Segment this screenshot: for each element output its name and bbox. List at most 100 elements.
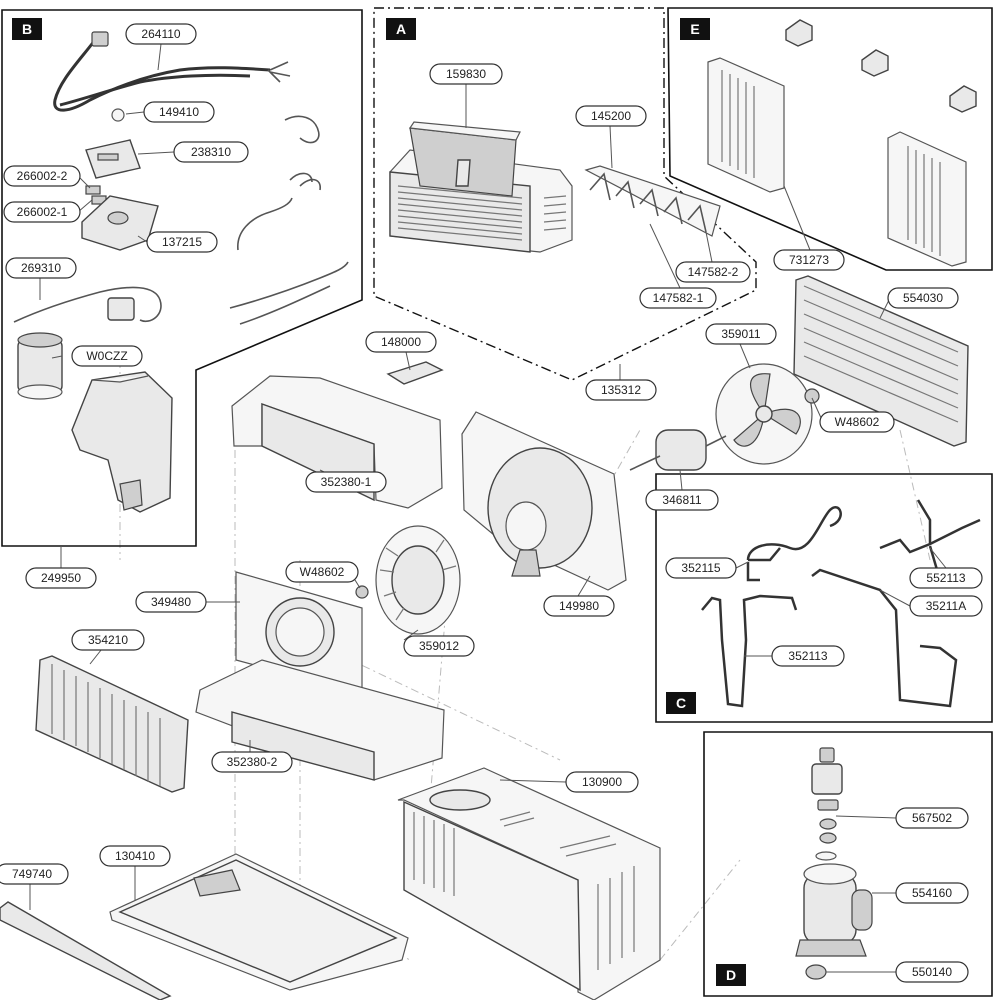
svg-text:266002-1: 266002-1 xyxy=(17,205,68,219)
control-box-housing-part[interactable] xyxy=(71,371,173,513)
svg-text:W48602: W48602 xyxy=(300,565,345,579)
part-label[interactable]: 352115 xyxy=(665,557,737,579)
refrigerant-tube-4[interactable] xyxy=(811,568,958,708)
part-label[interactable]: 238310 xyxy=(173,141,249,163)
part-label[interactable]: 550140 xyxy=(895,961,969,983)
svg-text:266002-2: 266002-2 xyxy=(17,169,68,183)
air-guide-lower-part[interactable] xyxy=(195,659,445,781)
part-label[interactable]: 266002-1 xyxy=(3,201,81,223)
mounting-rail-part[interactable] xyxy=(0,901,172,1000)
svg-text:135312: 135312 xyxy=(601,383,641,397)
bracket-clip-part[interactable] xyxy=(386,361,444,385)
part-label[interactable]: 35211A xyxy=(909,595,983,617)
part-label[interactable]: 149410 xyxy=(143,101,215,123)
air-filter-part[interactable] xyxy=(408,121,521,197)
section-a-letter: A xyxy=(396,21,406,37)
blower-wheel-part[interactable] xyxy=(375,525,461,635)
part-label[interactable]: 264110 xyxy=(125,23,197,45)
svg-text:130900: 130900 xyxy=(582,775,622,789)
part-label[interactable]: 135312 xyxy=(585,379,657,401)
thermistor-part[interactable] xyxy=(13,286,162,323)
section-e-badge xyxy=(680,18,710,40)
bracket-part-2[interactable] xyxy=(861,49,889,77)
refrigerant-tube-1[interactable] xyxy=(746,506,842,582)
part-label[interactable]: 554030 xyxy=(887,287,959,309)
part-label[interactable]: 352380-2 xyxy=(211,751,293,773)
evaporator-coil-part[interactable] xyxy=(35,655,189,793)
base-pan-part[interactable] xyxy=(109,853,409,991)
side-curtain-left-part[interactable] xyxy=(707,57,785,193)
part-label[interactable]: 749740 xyxy=(0,863,69,885)
section-b-badge xyxy=(12,18,42,40)
panel-a: A xyxy=(373,7,757,381)
part-label[interactable]: 354210 xyxy=(71,629,145,651)
condenser-coil-part[interactable] xyxy=(793,275,969,447)
svg-text:35211A: 35211A xyxy=(926,599,966,613)
panel-b: B xyxy=(1,9,363,547)
part-label[interactable]: 731273 xyxy=(773,249,845,271)
wire-harness-3[interactable] xyxy=(237,197,293,251)
part-label[interactable]: 349480 xyxy=(135,591,207,613)
fan-shroud-part[interactable] xyxy=(461,411,627,591)
refrigerant-tube-3[interactable] xyxy=(701,594,798,708)
compressor-mount-part[interactable] xyxy=(805,964,827,980)
svg-text:352113: 352113 xyxy=(788,649,827,663)
wire-harness-4[interactable] xyxy=(229,261,349,325)
part-label[interactable]: W48602 xyxy=(819,411,895,433)
part-label[interactable]: 148000 xyxy=(365,331,437,353)
part-label[interactable]: 130900 xyxy=(565,771,639,793)
svg-text:148000: 148000 xyxy=(381,335,421,349)
part-label[interactable]: 130410 xyxy=(99,845,171,867)
part-label[interactable]: 352380-1 xyxy=(305,471,387,493)
part-label[interactable]: 159830 xyxy=(429,63,503,85)
compressor-part[interactable] xyxy=(795,863,873,957)
part-label[interactable]: 567502 xyxy=(895,807,969,829)
bracket-part-1[interactable] xyxy=(785,19,813,47)
orifice-plate-part[interactable] xyxy=(235,571,363,695)
part-label[interactable]: 352113 xyxy=(771,645,845,667)
outer-case-part[interactable] xyxy=(397,767,661,1000)
panel-c: C xyxy=(655,473,993,723)
section-e-letter: E xyxy=(690,21,699,37)
condenser-fan-part[interactable] xyxy=(715,363,813,465)
power-cord-part[interactable] xyxy=(53,31,291,112)
svg-text:349480: 349480 xyxy=(151,595,191,609)
side-curtain-right-part[interactable] xyxy=(887,131,967,267)
wire-harness-2[interactable] xyxy=(289,172,321,191)
part-label[interactable]: W48602 xyxy=(285,561,359,583)
part-label[interactable]: 145200 xyxy=(575,105,647,127)
part-label[interactable]: 147582-1 xyxy=(639,287,717,309)
section-d-letter: D xyxy=(726,967,736,983)
part-label[interactable]: 346811 xyxy=(645,489,719,511)
knob-part-1[interactable] xyxy=(85,185,101,195)
svg-text:567502: 567502 xyxy=(912,811,952,825)
part-label[interactable]: 137215 xyxy=(146,231,218,253)
fan-nut-part-1[interactable] xyxy=(804,388,820,404)
svg-text:130410: 130410 xyxy=(115,849,155,863)
part-label[interactable]: W0CZZ xyxy=(71,345,143,367)
louver-assembly-part[interactable] xyxy=(584,165,721,237)
svg-text:554160: 554160 xyxy=(912,886,952,900)
bracket-part-3[interactable] xyxy=(949,85,977,113)
part-label[interactable]: 552113 xyxy=(909,567,983,589)
fan-motor-part[interactable] xyxy=(629,429,727,471)
part-label[interactable]: 554160 xyxy=(895,882,969,904)
svg-text:249950: 249950 xyxy=(41,571,81,585)
part-label[interactable]: 359012 xyxy=(403,635,475,657)
grommet-part[interactable] xyxy=(815,818,837,861)
part-label[interactable]: 266002-2 xyxy=(3,165,81,187)
svg-text:269310: 269310 xyxy=(21,261,61,275)
part-label[interactable]: 147582-2 xyxy=(675,261,751,283)
svg-text:149980: 149980 xyxy=(559,599,599,613)
part-label[interactable]: 149980 xyxy=(543,595,615,617)
part-label[interactable]: 359011 xyxy=(705,323,777,345)
part-label[interactable]: 269310 xyxy=(5,257,77,279)
fan-nut-part-2[interactable] xyxy=(355,585,369,599)
capacitor-part[interactable] xyxy=(17,332,63,400)
control-board-part[interactable] xyxy=(85,139,141,179)
part-label[interactable]: 249950 xyxy=(25,567,97,589)
bushing-part[interactable] xyxy=(111,108,125,122)
wire-harness-1[interactable] xyxy=(284,115,320,144)
overload-protector-part[interactable] xyxy=(811,747,843,811)
